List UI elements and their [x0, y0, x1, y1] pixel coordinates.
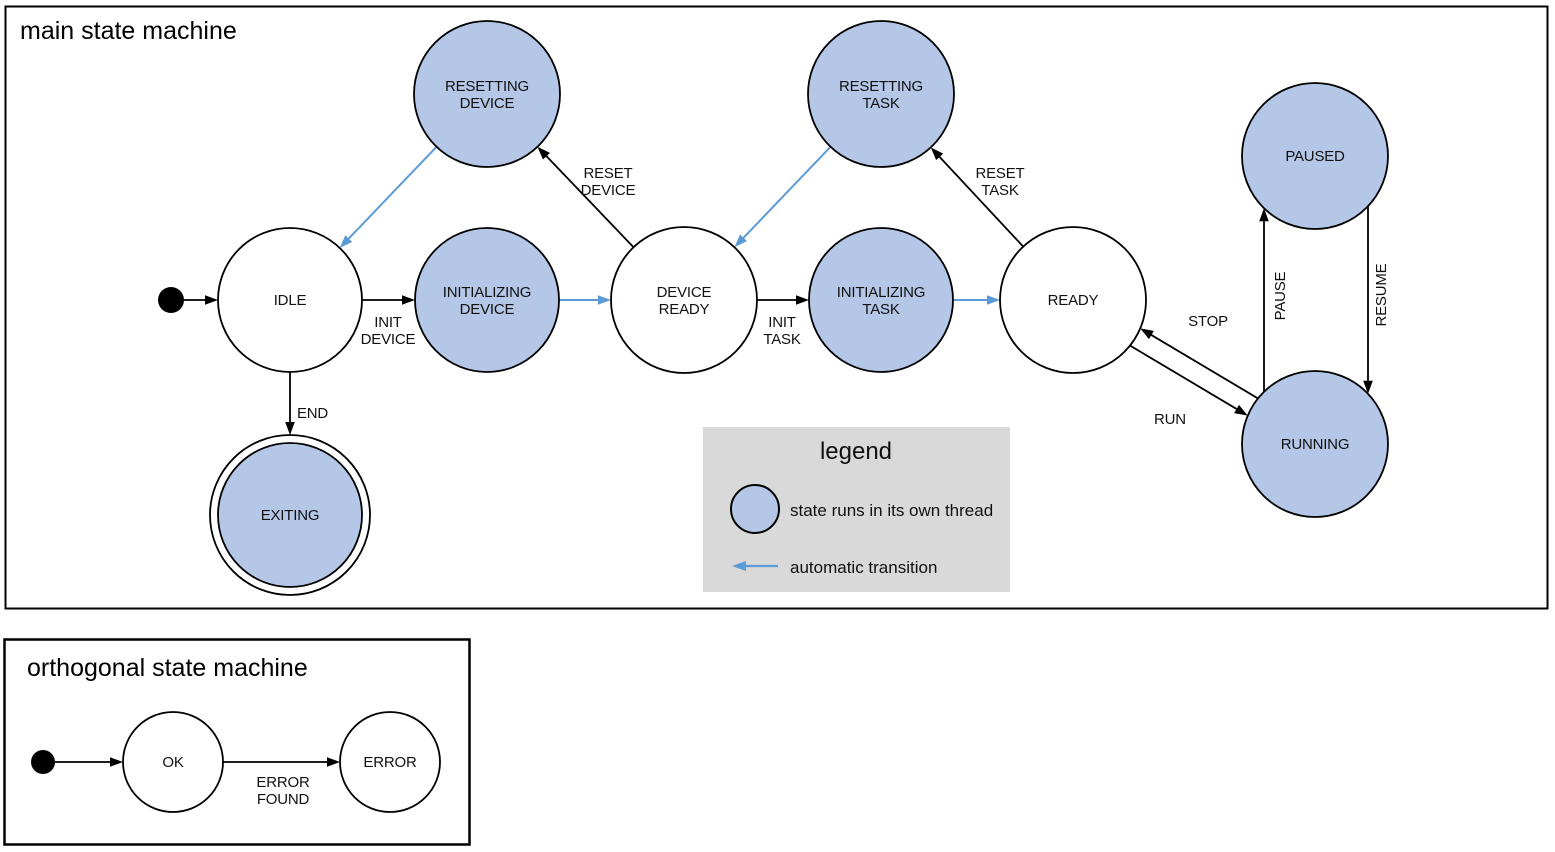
legend-item-label: state runs in its own thread	[790, 501, 993, 520]
transition-auto-resetting-task-to-device-ready	[734, 146, 832, 248]
arrowhead-icon	[327, 757, 340, 767]
main-panel-title: main state machine	[20, 17, 237, 45]
state-ready: READY	[999, 226, 1147, 374]
legend-item-label: automatic transition	[790, 558, 937, 577]
state-error: ERROR	[339, 711, 441, 813]
transition-label: STOP	[1188, 313, 1228, 330]
arrowhead-icon	[110, 757, 123, 767]
state-idle: IDLE	[217, 227, 363, 373]
legend-title: legend	[820, 438, 892, 465]
legend: legend state runs in its own thread auto…	[703, 427, 1010, 592]
transition-run: RUN	[1129, 344, 1248, 428]
arrowhead-icon	[734, 234, 747, 248]
state-label: IDLE	[274, 292, 307, 309]
state-label: RUNNING	[1281, 436, 1350, 453]
arrowhead-icon	[1259, 208, 1269, 222]
state-ok: OK	[122, 711, 224, 813]
arrowhead-icon	[930, 147, 944, 161]
arrowhead-icon	[339, 235, 353, 248]
transition-end: END	[285, 372, 329, 435]
automatic-transition-arrow-icon	[732, 561, 778, 571]
arrowhead-icon	[1363, 380, 1373, 394]
threaded-state-icon	[730, 484, 780, 534]
state-paused: PAUSED	[1241, 82, 1389, 230]
state-running: RUNNING	[1241, 370, 1389, 518]
state-label: OK	[162, 754, 183, 771]
arrowhead-icon	[796, 295, 809, 305]
state-label: ERROR	[363, 754, 417, 771]
arrowhead-icon	[1234, 404, 1248, 416]
transition-auto-initializing-task-to-ready	[953, 295, 1000, 305]
transition-pause: PAUSE	[1259, 208, 1289, 392]
transition-auto-resetting-device-to-idle	[339, 146, 438, 248]
transition-label: END	[297, 405, 328, 422]
arrowhead-icon	[402, 295, 415, 305]
initial-state-dot	[31, 750, 55, 774]
arrowhead-icon	[1140, 328, 1154, 340]
arrowhead-icon	[987, 295, 1000, 305]
transition-resume: RESUME	[1363, 206, 1390, 394]
state-label: EXITING	[261, 507, 320, 524]
transition-start-to-ok	[55, 757, 123, 767]
state-label: READY	[1048, 292, 1099, 309]
transition-auto-initializing-device-to-device-ready	[559, 295, 611, 305]
arrowhead-icon	[205, 295, 218, 305]
orthogonal-panel-title: orthogonal state machine	[27, 654, 308, 682]
arrowhead-icon	[285, 422, 295, 435]
arrowhead-icon	[537, 146, 550, 160]
state-exiting: EXITING	[209, 434, 371, 596]
transition-label: PAUSE	[1272, 271, 1289, 320]
state-label: PAUSED	[1285, 148, 1345, 165]
arrowhead-icon	[598, 295, 611, 305]
transition-stop: STOP	[1140, 313, 1259, 400]
transition-start-to-idle	[184, 295, 218, 305]
transition-label: RUN	[1154, 411, 1186, 428]
initial-state-dot	[158, 287, 184, 313]
transition-label: RESUME	[1373, 263, 1390, 326]
